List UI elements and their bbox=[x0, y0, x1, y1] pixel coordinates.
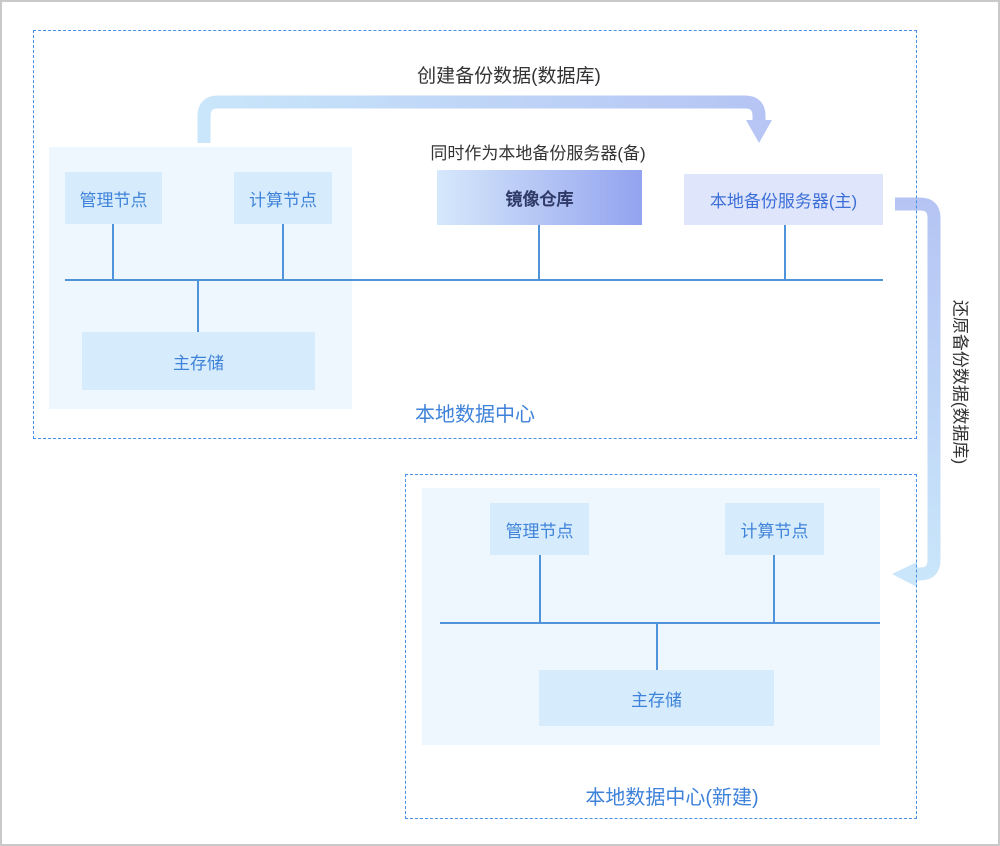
node-image-registry: 镜像仓库 bbox=[437, 170, 642, 225]
node-local-backup-server-primary: 本地备份服务器(主) bbox=[684, 174, 883, 225]
connector-compute-lower bbox=[773, 555, 775, 622]
node-management-upper: 管理节点 bbox=[65, 172, 162, 224]
restore-backup-label: 还原备份数据(数据库) bbox=[950, 299, 970, 465]
node-primary-storage-upper: 主存储 bbox=[82, 332, 315, 390]
network-bus-lower bbox=[440, 622, 880, 624]
node-compute-lower: 计算节点 bbox=[725, 503, 824, 555]
connector-image-registry bbox=[538, 225, 540, 279]
connector-compute-upper bbox=[282, 224, 284, 279]
create-backup-label: 创建备份数据(数据库) bbox=[417, 66, 601, 87]
node-compute-upper: 计算节点 bbox=[234, 172, 332, 224]
connector-backup-server bbox=[784, 225, 786, 279]
node-management-lower: 管理节点 bbox=[490, 503, 589, 555]
lower-datacenter-label: 本地数据中心(新建) bbox=[585, 787, 759, 809]
lower-datacenter-region bbox=[405, 474, 917, 819]
connector-storage-upper bbox=[197, 281, 199, 332]
network-bus-upper bbox=[65, 279, 883, 281]
node-primary-storage-lower: 主存储 bbox=[539, 670, 774, 726]
upper-datacenter-label: 本地数据中心 bbox=[415, 404, 535, 426]
connector-storage-lower bbox=[656, 624, 658, 670]
connector-management-lower bbox=[539, 555, 541, 622]
standby-server-label: 同时作为本地备份服务器(备) bbox=[430, 144, 646, 163]
connector-management-upper bbox=[112, 224, 114, 279]
